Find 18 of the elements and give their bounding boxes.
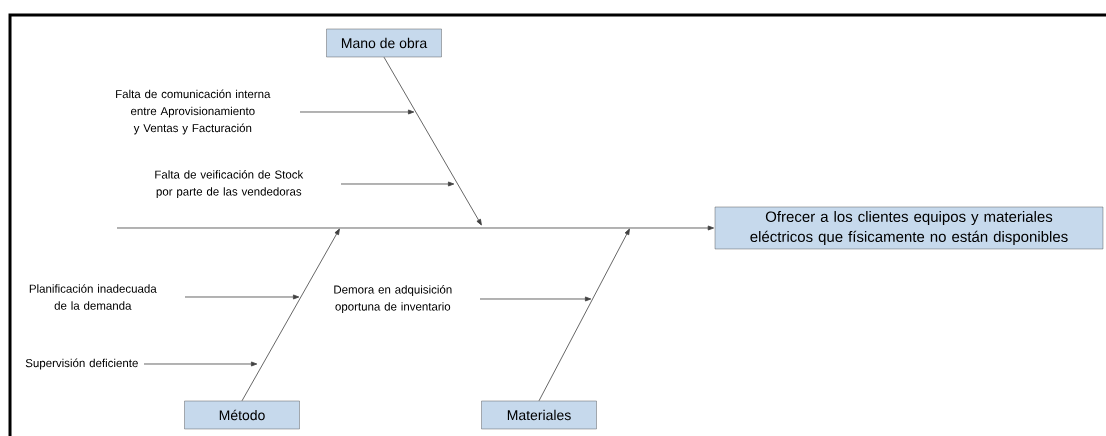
cause-text: Falta de veificación de Stock por parte de las vendedoras [155, 170, 304, 198]
category-box: Materiales [481, 400, 597, 430]
cause-arrow [479, 296, 592, 302]
bone-arrow [241, 228, 340, 402]
cause-text: Supervisión deficiente [25, 358, 138, 370]
category-box: Método [184, 400, 300, 430]
cause-arrow [299, 109, 415, 115]
bone-arrow [538, 228, 630, 402]
cause-text: Planificación inadecuada de la demanda [29, 284, 157, 310]
cause-arrow [340, 181, 455, 187]
effect-box: Ofrecer a los clientes equipos y materiales eléctricos que físicamente no están disponibles [714, 206, 1104, 250]
spine-arrow [116, 225, 714, 231]
bone-arrow [383, 56, 482, 226]
cause-arrow [184, 294, 300, 300]
category-box: Mano de obra [326, 28, 442, 58]
cause-arrow [143, 361, 258, 367]
cause-text: Falta de comunicación interna entre Aprovisionamiento y Ventas y Facturación [116, 89, 271, 135]
cause-text: Demora en adquisición oportuna de inventario [334, 285, 452, 313]
